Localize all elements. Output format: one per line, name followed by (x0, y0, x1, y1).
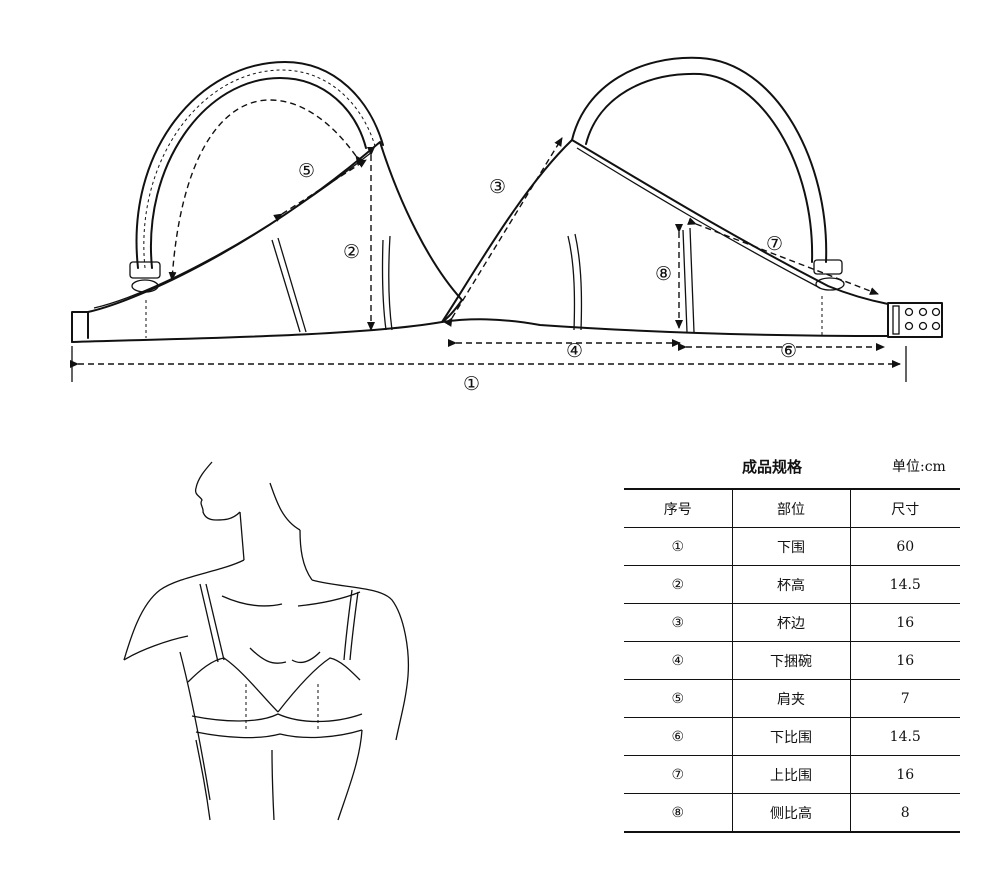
table-row: ⑥ 下比围 14.5 (624, 717, 960, 756)
header-part: 部位 (731, 488, 850, 528)
marker-8: ⑧ (655, 263, 672, 285)
marker-7: ⑦ (766, 233, 783, 255)
cell-no: ④ (624, 641, 732, 680)
spec-table-header: 成品规格 单位:cm (624, 450, 964, 488)
cell-part: 上比围 (731, 755, 850, 794)
header-size: 尺寸 (849, 488, 960, 528)
table-row: ⑦ 上比围 16 (624, 755, 960, 794)
marker-1: ① (463, 373, 480, 395)
cell-size: 14.5 (849, 717, 960, 756)
cell-no: ⑦ (624, 755, 732, 794)
bra-flat-drawing (71, 56, 943, 343)
cell-no: ⑥ (624, 717, 732, 756)
table-row: ⑧ 侧比高 8 (624, 793, 960, 833)
marker-6: ⑥ (780, 340, 797, 362)
table-row: ② 杯高 14.5 (624, 565, 960, 604)
cell-size: 7 (849, 679, 960, 718)
header-no: 序号 (624, 488, 732, 528)
cell-no: ③ (624, 603, 732, 642)
table-row: ① 下围 60 (624, 527, 960, 566)
table-row: ③ 杯边 16 (624, 603, 960, 642)
spec-table-unit: 单位:cm (892, 459, 946, 475)
cell-no: ⑤ (624, 679, 732, 718)
marker-3: ③ (489, 176, 506, 198)
cell-no: ① (624, 527, 732, 566)
marker-2: ② (343, 241, 360, 263)
figure-illustration (123, 461, 410, 821)
cell-part: 下比围 (731, 717, 850, 756)
marker-5: ⑤ (298, 160, 315, 182)
cell-part: 杯边 (731, 603, 850, 642)
cell-size: 14.5 (849, 565, 960, 604)
cell-no: ⑧ (624, 793, 732, 833)
table-row: ⑤ 肩夹 7 (624, 679, 960, 718)
cell-no: ② (624, 565, 732, 604)
spec-table: 成品规格 单位:cm 序号 部位 尺寸 ① 下围 60 ② 杯高 14.5 ③ (624, 450, 964, 833)
cell-part: 下捆碗 (731, 641, 850, 680)
measurement-labels: ① ② ③ ④ ⑤ ⑥ ⑦ ⑧ (298, 160, 797, 395)
cell-size: 16 (849, 755, 960, 794)
cell-part: 下围 (731, 527, 850, 566)
cell-part: 杯高 (731, 565, 850, 604)
cell-size: 16 (849, 641, 960, 680)
measurement-arrows (70, 99, 907, 382)
spec-grid: 序号 部位 尺寸 ① 下围 60 ② 杯高 14.5 ③ 杯边 16 ④ (624, 488, 960, 833)
cell-size: 60 (849, 527, 960, 566)
cell-size: 8 (849, 793, 960, 833)
spec-header-row: 序号 部位 尺寸 (624, 488, 960, 528)
table-row: ④ 下捆碗 16 (624, 641, 960, 680)
cell-part: 肩夹 (731, 679, 850, 718)
marker-4: ④ (566, 340, 583, 362)
cell-part: 侧比高 (731, 793, 850, 833)
spec-table-title: 成品规格 (742, 458, 803, 476)
cell-size: 16 (849, 603, 960, 642)
